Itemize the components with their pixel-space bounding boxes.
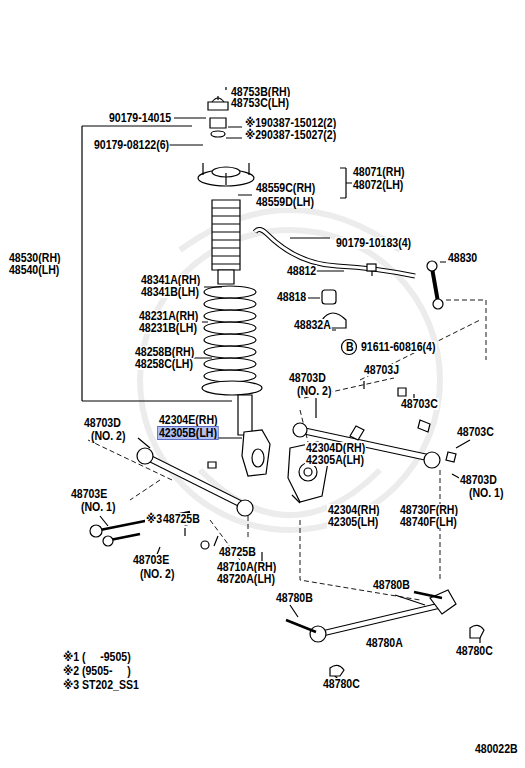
part-number: 48231A(RH) [138,310,199,322]
part-number: 48725B [218,546,257,558]
note-label: (NO. 1) [468,487,504,499]
part-number: 42305A(LH) [305,454,365,466]
note-label: B [345,341,354,353]
part-number: 42304(RH) [327,504,380,516]
part-number: 48830 [447,252,478,264]
part-number: 48341B(LH) [140,286,200,298]
part-number: 48832A [293,319,332,331]
part-number: 48780B [275,592,314,604]
part-number: 48812 [286,265,317,277]
part-number: 48703C [456,426,495,438]
part-number: 48740F(LH) [399,516,458,528]
part-number: 42305B(LH) [158,427,218,439]
note-label: (NO. 2) [139,568,175,580]
part-number: 48071(RH) [352,166,405,178]
part-number: 48258C(LH) [134,358,194,370]
part-number: 48703E [70,488,108,500]
part-number: 48780C [455,645,494,657]
reference-circle [342,340,357,355]
part-number: 42304E(RH) [158,414,218,426]
watermark [140,210,440,530]
part-number: 90179-08122(6) [93,139,170,151]
part-number: 48703D [83,417,122,429]
part-number: 48703D [459,474,498,486]
note-label: (NO. 1) [80,501,116,513]
part-number: 48341A(RH) [140,274,201,286]
part-number: 48559D(LH) [255,196,315,208]
part-number: 48530(RH) [8,252,61,264]
part-number: 48703D [288,372,327,384]
part-number: 48725B [162,513,201,525]
part-number: 48703E [132,554,170,566]
part-number: 42305(LH) [327,516,379,528]
part-number: 48753C(LH) [230,97,290,109]
part-number: 48720A(LH) [216,573,276,585]
note-label: ※2 (9505- ) [62,665,132,677]
part-number: 91611-60816(4) [360,341,436,353]
part-number: 48559C(RH) [255,182,316,194]
part-number: 48730F(RH) [399,504,459,516]
part-number: 48703J [363,364,400,376]
note-label: ※290387-15027(2) [244,129,337,141]
note-label: ※1 ( -9505) [62,651,132,663]
part-number: 48710A(RH) [216,561,277,573]
part-number: 48780C [322,678,361,690]
note-label: ※3 [145,513,163,525]
part-number: 48703C [400,398,439,410]
part-number: 48540(LH) [8,264,60,276]
part-number: 90179-10183(4) [335,237,412,249]
note-label: ※190387-15012(2) [244,117,337,129]
coil-spring [204,286,256,382]
part-number: 90179-14015 [108,112,172,124]
part-number: 48258B(RH) [134,346,195,358]
part-number: 48780B [372,579,411,591]
part-number: 48818 [276,291,307,303]
note-label: (NO. 2) [296,385,332,397]
part-number: 48231B(LH) [138,322,198,334]
part-number: 42304D(RH) [305,442,366,454]
part-number: 48780A [365,637,404,649]
part-number: 480022B [474,743,519,755]
note-label: (NO. 2) [90,430,126,442]
part-number: 48072(LH) [352,179,404,191]
note-label: ※3 ST202_SS1 [62,679,140,691]
